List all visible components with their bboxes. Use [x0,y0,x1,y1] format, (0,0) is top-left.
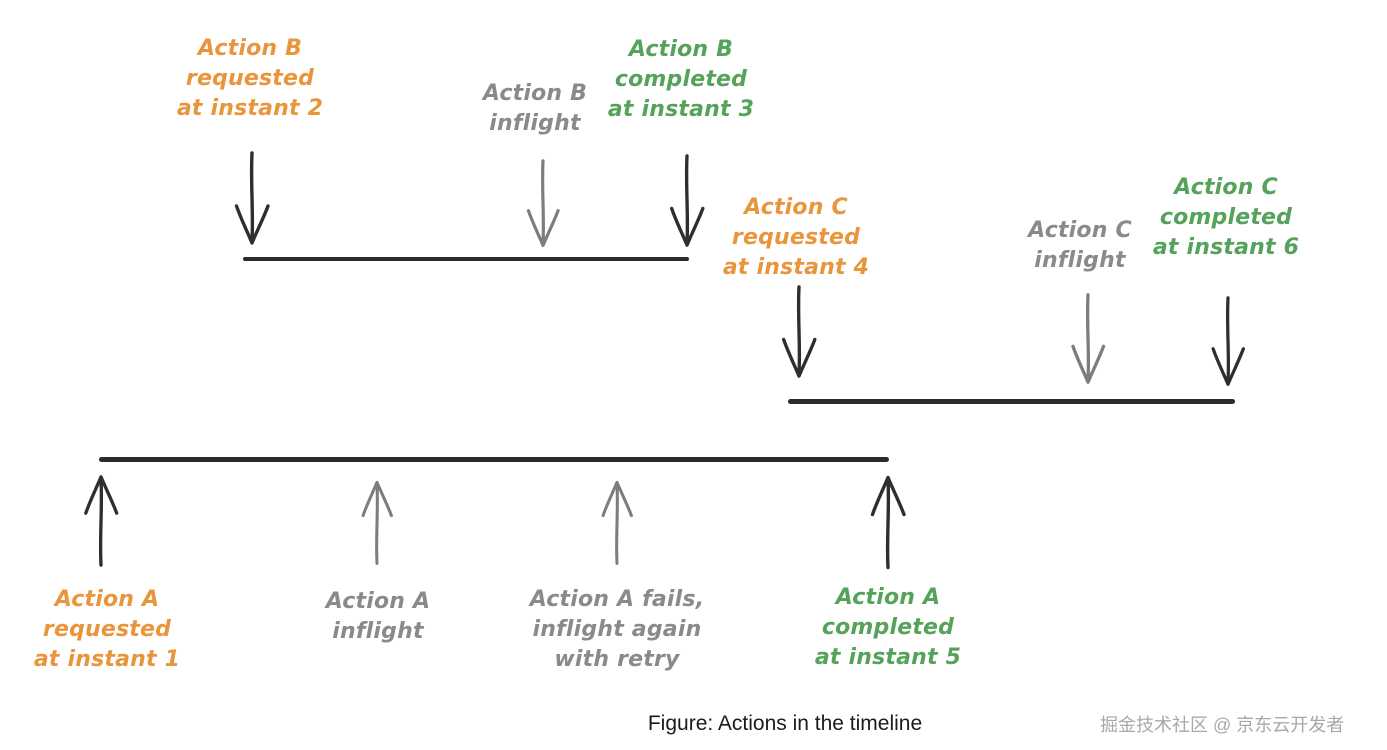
label-action-b-inflight: Action B inflight [482,81,588,136]
arrow-down-icon [1206,295,1250,391]
label-action-c-requested: Action C requested at instant 4 [722,195,870,280]
label-action-b-requested: Action B requested at instant 2 [176,36,324,121]
arrow-up-icon [866,468,910,573]
label-action-a-retry: Action A fails, inflight again with retr… [529,587,705,672]
arrow-down-icon [230,150,274,250]
arrow-down-icon [1066,292,1110,389]
figure-caption: Figure: Actions in the timeline [647,712,923,735]
arrow-down-icon [521,158,565,252]
timeline-b-line [243,257,689,261]
arrow-down-icon [665,153,709,252]
label-action-a-inflight: Action A inflight [325,589,431,644]
label-action-b-completed: Action B completed at instant 3 [607,37,755,122]
arrow-up-icon [595,476,639,566]
watermark-text: 掘金技术社区 @ 京东云开发者 [1100,715,1345,735]
arrow-up-icon [79,470,123,568]
label-action-a-requested: Action A requested at instant 1 [33,587,181,672]
label-action-a-completed: Action A completed at instant 5 [814,585,962,670]
label-action-c-inflight: Action C inflight [1028,218,1132,273]
label-action-c-completed: Action C completed at instant 6 [1152,175,1300,260]
timeline-c-line [788,399,1235,404]
arrow-up-icon [355,476,399,566]
arrow-down-icon [777,284,821,383]
timeline-a-line [99,457,889,462]
